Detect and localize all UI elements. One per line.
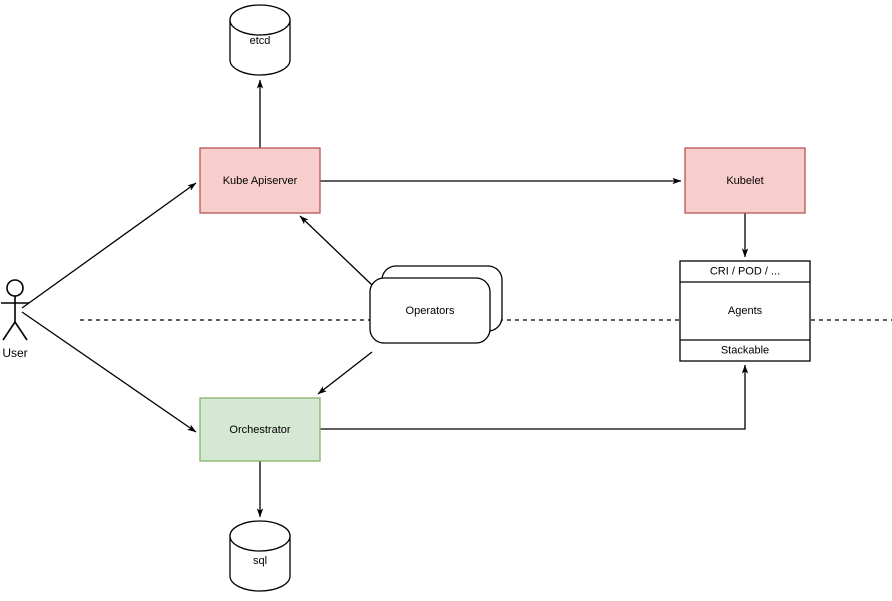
node-agents-container[interactable]: CRI / POD / ... Agents Stackable: [679, 260, 811, 362]
kubelet-label: Kubelet: [726, 175, 763, 187]
edge-operators-to-kube-apiserver: [299, 215, 373, 286]
etcd-cylinder-body: [229, 19, 291, 76]
sql-cylinder-top: [229, 520, 291, 552]
node-etcd[interactable]: etcd: [229, 4, 291, 76]
edge-orchestrator-to-stackable: [320, 364, 749, 430]
edge-user-to-kube-apiserver: [21, 182, 197, 309]
kube-apiserver-label: Kube Apiserver: [223, 175, 298, 187]
node-kube-apiserver[interactable]: Kube Apiserver: [199, 147, 321, 214]
kube-apiserver-box: [199, 147, 321, 214]
user-actor-leg-left: [2, 321, 16, 341]
agents-section-agents-label: Agents: [728, 305, 763, 317]
orchestrator-label: Orchestrator: [229, 424, 290, 436]
user-actor-label: User: [2, 346, 27, 360]
sql-label: sql: [253, 555, 267, 567]
etcd-label: etcd: [250, 35, 271, 47]
sql-cylinder-body: [229, 535, 291, 592]
edges-layer: [21, 79, 749, 518]
edge-user-to-orchestrator: [21, 311, 197, 433]
node-orchestrator[interactable]: Orchestrator: [199, 397, 321, 462]
etcd-cylinder-top: [229, 4, 291, 36]
agents-section-stackable-label: Stackable: [721, 344, 769, 356]
orchestrator-box: [199, 397, 321, 462]
node-sql[interactable]: sql: [229, 520, 291, 592]
operators-label: Operators: [406, 305, 455, 317]
agents-section-cri-label: CRI / POD / ...: [710, 265, 780, 277]
kubelet-box: [684, 147, 806, 214]
user-actor-head: [6, 279, 24, 297]
node-kubelet[interactable]: Kubelet: [684, 147, 806, 214]
user-actor-leg-right: [14, 321, 28, 341]
agents-outer-box: [679, 260, 811, 362]
edge-operators-to-orchestrator: [317, 351, 373, 395]
node-operators[interactable]: Operators: [369, 265, 503, 344]
operators-card-front: [369, 277, 491, 344]
node-user-actor[interactable]: User: [1, 279, 29, 360]
